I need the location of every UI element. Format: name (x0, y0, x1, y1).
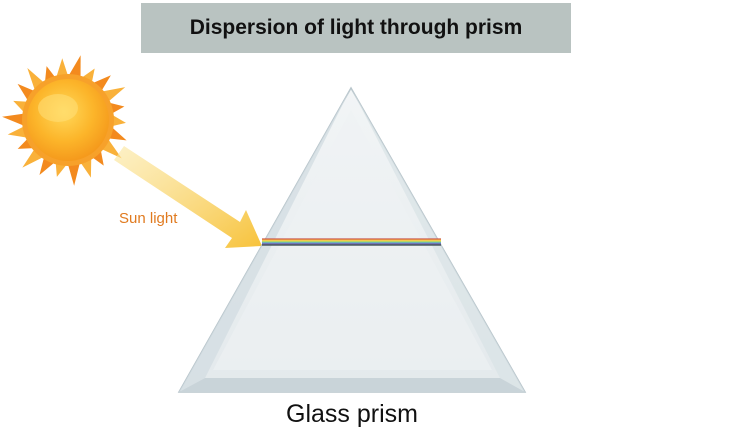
sun-light-label: Sun light (119, 210, 178, 227)
sun-flame (67, 55, 81, 80)
glass-prism-label: Glass prism (286, 400, 418, 428)
sun-highlight (38, 94, 78, 122)
sun-icon (2, 55, 127, 186)
prism-base-face (179, 378, 525, 392)
sun-flame (2, 113, 27, 127)
title-banner: Dispersion of light through prism (141, 3, 571, 53)
sunlight-arrow-shape (114, 146, 262, 248)
sun-flame (67, 160, 81, 186)
spectrum-band (262, 238, 441, 246)
glass-prism (177, 86, 527, 393)
diagram-title: Dispersion of light through prism (189, 16, 523, 39)
sunlight-arrow (114, 146, 262, 248)
